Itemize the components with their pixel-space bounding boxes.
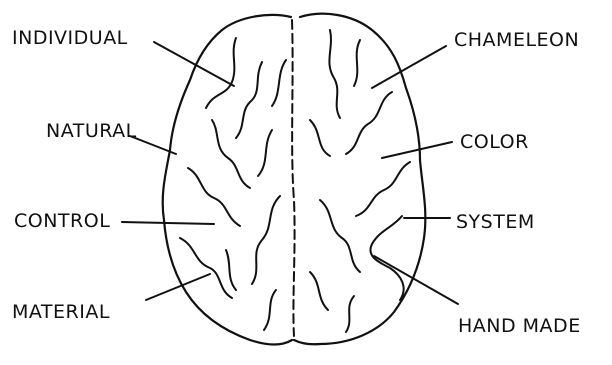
label-natural: NATURAL bbox=[46, 120, 137, 142]
central-fissure bbox=[292, 20, 295, 336]
right-fold bbox=[310, 120, 330, 156]
pointer-control bbox=[122, 222, 214, 224]
labels: INDIVIDUAL NATURAL CONTROL MATERIAL CHAM… bbox=[12, 27, 581, 337]
left-hemisphere-folds bbox=[180, 38, 286, 330]
left-fold bbox=[180, 238, 232, 298]
label-material: MATERIAL bbox=[12, 301, 110, 323]
left-fold bbox=[188, 168, 240, 226]
left-fold bbox=[212, 120, 250, 188]
pointer-individual bbox=[154, 42, 234, 86]
label-control: CONTROL bbox=[14, 210, 110, 232]
label-system: SYSTEM bbox=[456, 211, 535, 233]
left-fold bbox=[236, 62, 262, 138]
label-chameleon: CHAMELEON bbox=[454, 29, 579, 51]
right-hemisphere-outline bbox=[294, 14, 425, 345]
right-fold bbox=[356, 162, 410, 216]
right-fold bbox=[354, 40, 360, 86]
left-fold bbox=[272, 60, 286, 106]
left-fold bbox=[226, 250, 236, 290]
left-fold bbox=[252, 196, 280, 284]
right-fold bbox=[370, 216, 403, 300]
label-handmade: HAND MADE bbox=[458, 315, 581, 337]
pointer-handmade bbox=[374, 256, 458, 304]
right-fold bbox=[346, 296, 354, 332]
right-fold bbox=[320, 200, 360, 272]
label-color: COLOR bbox=[460, 131, 529, 153]
pointer-natural bbox=[130, 136, 176, 154]
right-fold bbox=[346, 92, 392, 154]
pointer-chameleon bbox=[372, 46, 446, 88]
label-individual: INDIVIDUAL bbox=[12, 27, 128, 49]
pointer-color bbox=[382, 142, 452, 158]
right-fold bbox=[310, 272, 328, 310]
left-fold bbox=[258, 130, 272, 176]
left-fold bbox=[264, 290, 276, 330]
right-fold bbox=[329, 30, 340, 118]
